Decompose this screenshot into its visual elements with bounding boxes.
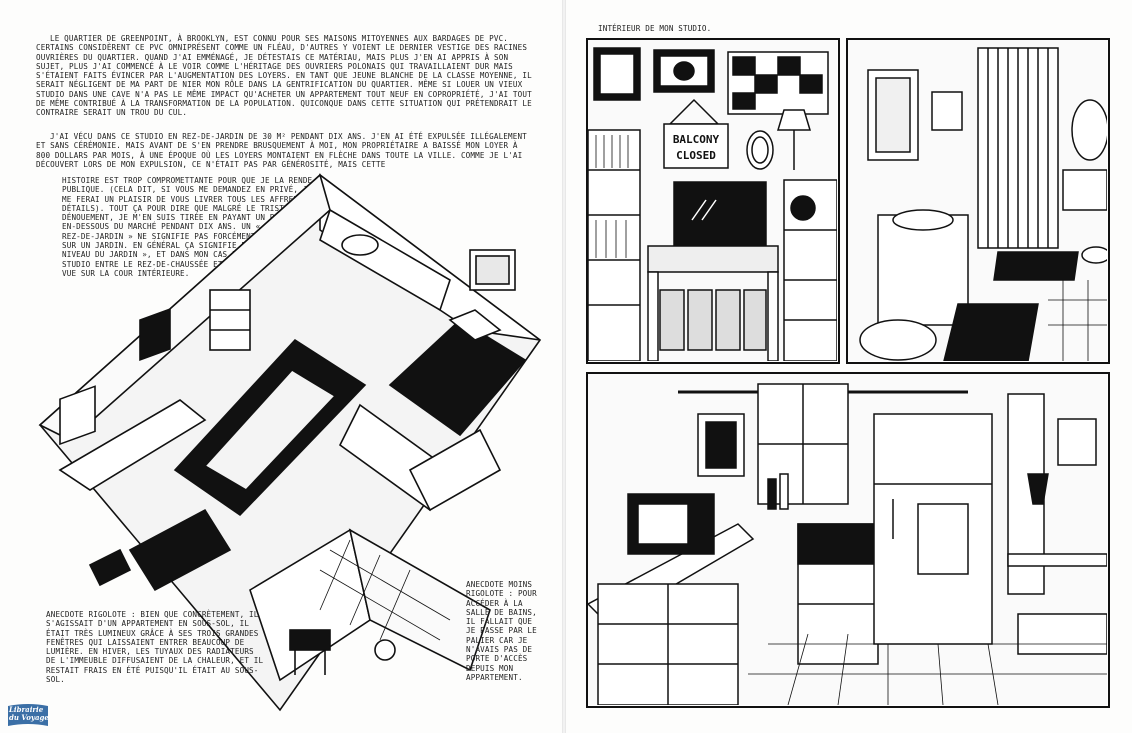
logo-line-1: Librairie <box>9 705 44 714</box>
panel-bathroom <box>846 38 1110 364</box>
page-caption: Intérieur de mon studio. <box>598 24 712 33</box>
sign-line-2: CLOSED <box>676 149 716 162</box>
panel-living-wall: BALCONY CLOSED <box>586 38 840 364</box>
panel-kitchen <box>586 372 1110 708</box>
left-page: Le quartier de Greenpoint, à Brooklyn, e… <box>0 0 562 733</box>
bookshop-logo-text: Librairie du Voyage <box>9 706 49 722</box>
sign-line-1: BALCONY <box>673 133 720 146</box>
intro-paragraph: Le quartier de Greenpoint, à Brooklyn, e… <box>36 34 532 118</box>
anecdote-funny: Anecdote rigolote : bien que concrètemen… <box>46 610 264 685</box>
logo-line-2: du Voyage <box>9 713 49 722</box>
isometric-studio-illustration <box>38 173 542 712</box>
studio-paragraph-continued: histoire est trop compromettante pour qu… <box>62 176 317 278</box>
studio-paragraph: J'ai vécu dans ce studio en rez-de-jardi… <box>36 132 527 169</box>
anecdote-less-funny: Anecdote moins rigolote : pour accéder à… <box>466 580 537 682</box>
book-gutter <box>562 0 566 733</box>
bookshop-logo-icon <box>8 704 48 726</box>
